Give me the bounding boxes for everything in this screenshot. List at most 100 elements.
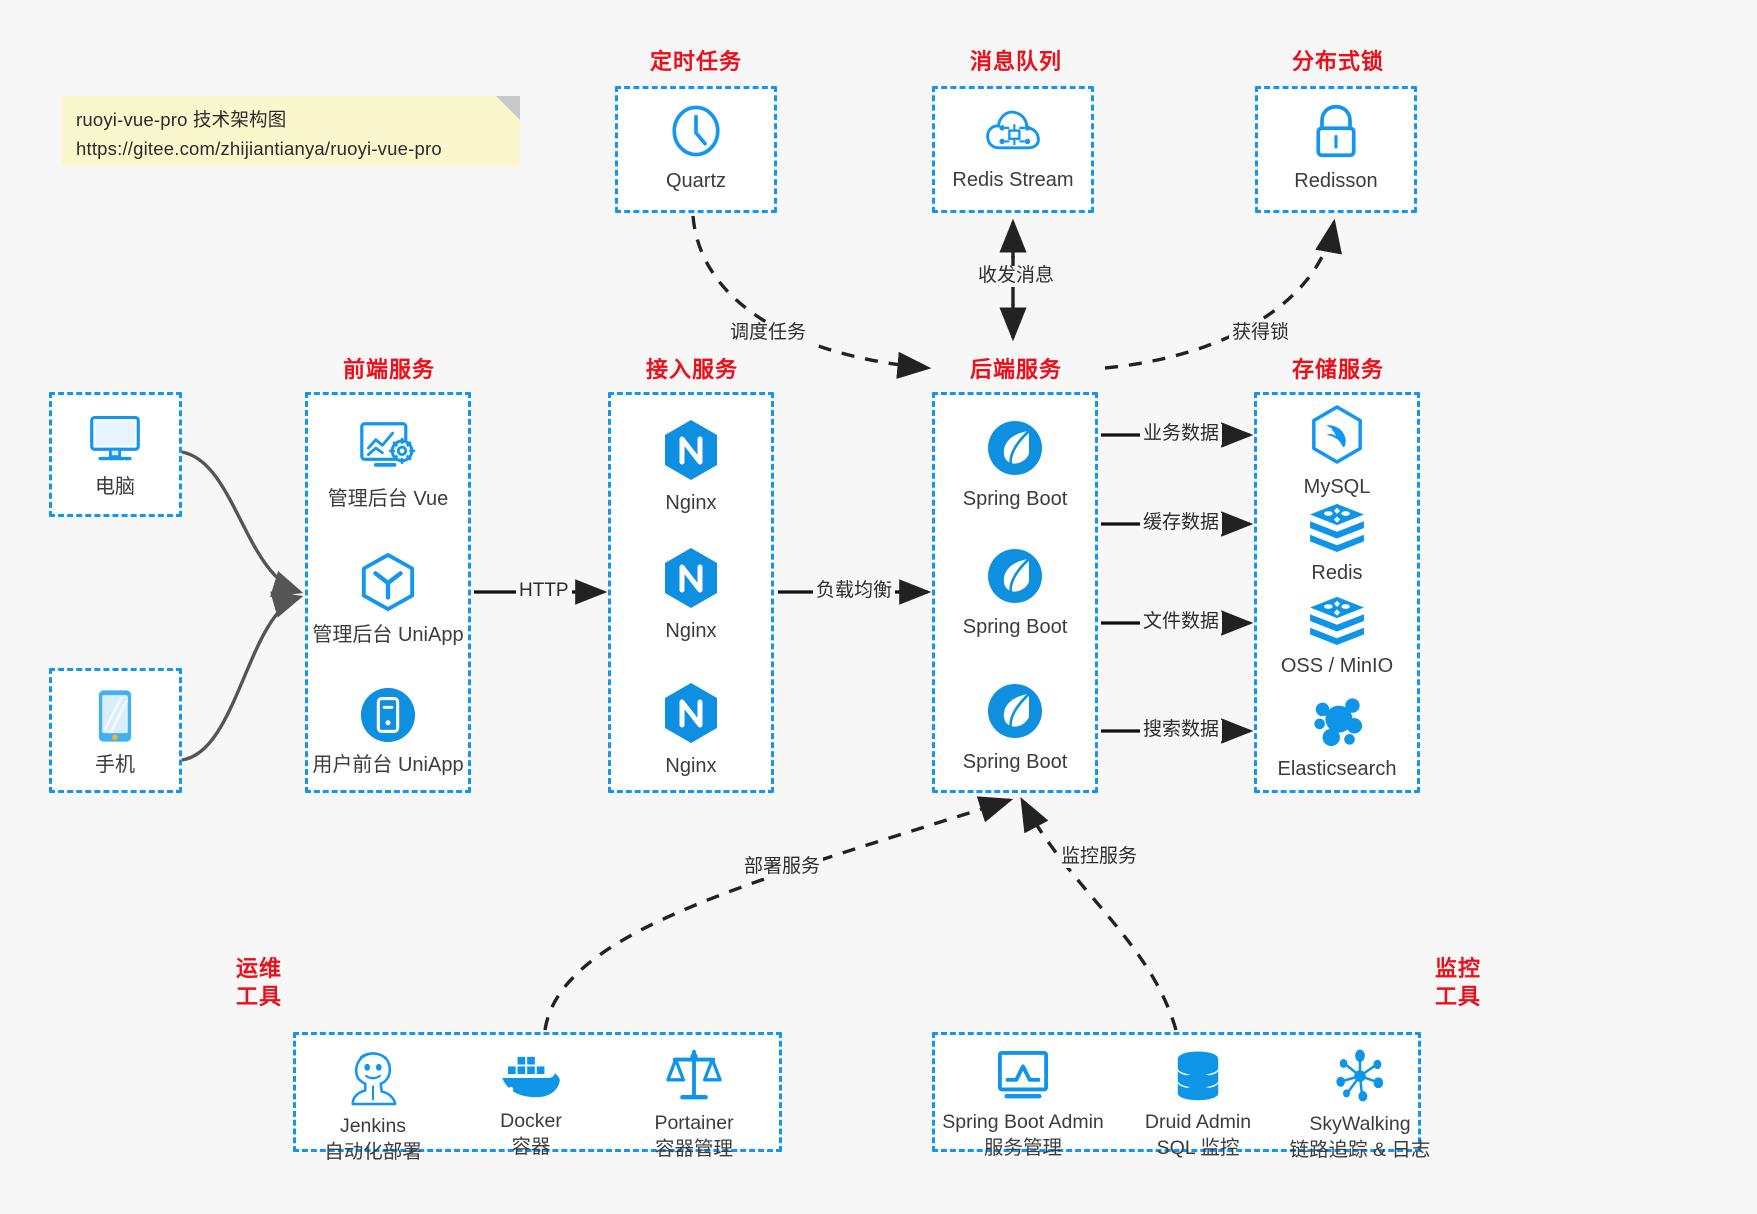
note-fold-corner	[496, 96, 520, 120]
node-nginx-1[interactable]: Nginx	[606, 418, 776, 516]
edge-label-business-data: 业务数据	[1140, 423, 1223, 445]
group-title-scheduled-tasks: 定时任务	[649, 49, 742, 74]
node-oss-minio[interactable]: OSS / MinIO	[1252, 595, 1422, 679]
desktop-icon	[90, 416, 140, 461]
node-label: Spring Boot	[962, 488, 1068, 510]
node-label: Nginx	[665, 492, 717, 514]
node-label: Redis	[1311, 562, 1363, 584]
node-sublabel: 链路追踪 & 日志	[1289, 1138, 1431, 1161]
node-docker[interactable]: Docker 容器	[446, 1053, 616, 1160]
node-sublabel: 容器管理	[654, 1137, 733, 1160]
node-admin-uniapp[interactable]: 管理后台 UniApp	[303, 552, 473, 648]
node-label: Spring Boot Admin	[942, 1111, 1104, 1133]
node-spring-boot-2[interactable]: Spring Boot	[930, 546, 1100, 640]
box-message-queue[interactable]	[932, 86, 1094, 213]
smartphone-icon	[98, 690, 132, 742]
node-label: Nginx	[665, 755, 717, 777]
group-title-message-queue: 消息队列	[969, 49, 1062, 74]
node-redis-stream[interactable]: Redis Stream	[928, 104, 1098, 193]
node-spring-boot-admin[interactable]: Spring Boot Admin 服务管理	[938, 1050, 1108, 1161]
note-title-line: ruoyi-vue-pro 技术架构图	[76, 109, 287, 130]
group-title-monitor: 监控 工具	[1427, 955, 1489, 1010]
node-mysql[interactable]: MySQL	[1252, 404, 1422, 500]
nginx-icon	[665, 548, 717, 608]
edge-label-file-data: 文件数据	[1140, 611, 1223, 633]
group-title-backend: 后端服务	[969, 357, 1062, 382]
node-druid-admin[interactable]: Druid Admin SQL 监控	[1113, 1050, 1283, 1161]
devops-title-line1: 运维	[235, 956, 282, 981]
node-label: Spring Boot	[962, 616, 1068, 638]
lock-icon	[1316, 104, 1356, 158]
node-label: Portainer	[654, 1112, 734, 1134]
node-sublabel: 服务管理	[983, 1136, 1062, 1159]
mobile-app-icon	[360, 687, 416, 743]
database-icon	[1177, 1051, 1219, 1101]
edge-label-acquire-lock: 获得锁	[1229, 322, 1293, 344]
group-title-storage: 存储服务	[1291, 357, 1384, 382]
node-sublabel: 容器	[511, 1135, 551, 1158]
node-label: SkyWalking	[1309, 1113, 1411, 1135]
node-redisson[interactable]: Redisson	[1251, 102, 1421, 194]
group-title-gateway: 接入服务	[645, 357, 738, 382]
node-admin-vue[interactable]: 管理后台 Vue	[303, 420, 473, 512]
node-spring-boot-3[interactable]: Spring Boot	[930, 681, 1100, 775]
skywalking-icon	[1336, 1049, 1384, 1102]
redis-icon	[1310, 503, 1364, 552]
edge-label-deploy-service: 部署服务	[741, 856, 824, 878]
note-url-line: https://gitee.com/zhijiantianya/ruoyi-vu…	[76, 137, 442, 159]
node-nginx-2[interactable]: Nginx	[606, 546, 776, 644]
monitor-title-line1: 监控	[1434, 956, 1481, 981]
node-computer[interactable]: 电脑	[30, 412, 200, 500]
group-title-frontend: 前端服务	[342, 357, 435, 382]
devops-title-line2: 工具	[235, 983, 282, 1009]
redis-icon	[1310, 596, 1364, 645]
node-redis[interactable]: Redis	[1252, 502, 1422, 586]
node-phone[interactable]: 手机	[30, 688, 200, 778]
group-title-distributed-lock: 分布式锁	[1291, 49, 1384, 74]
edge-label-schedule-task: 调度任务	[727, 322, 810, 344]
node-sublabel: 自动化部署	[324, 1140, 422, 1163]
spring-boot-icon	[988, 684, 1042, 738]
node-label: OSS / MinIO	[1280, 655, 1394, 677]
edge-label-load-balance: 负载均衡	[813, 580, 896, 602]
node-label: Elasticsearch	[1277, 758, 1397, 780]
group-title-devops: 运维 工具	[228, 955, 290, 1010]
spring-boot-icon	[988, 421, 1042, 475]
node-user-uniapp[interactable]: 用户前台 UniApp	[303, 686, 473, 778]
node-label: Nginx	[665, 620, 717, 642]
node-label: 用户前台 UniApp	[312, 754, 464, 776]
nginx-icon	[665, 683, 717, 743]
node-label: Quartz	[665, 170, 727, 192]
node-label: Spring Boot	[962, 751, 1068, 773]
nginx-icon	[665, 420, 717, 480]
node-elasticsearch[interactable]: Elasticsearch	[1252, 694, 1422, 782]
edge-label-send-receive-message: 收发消息	[975, 265, 1058, 287]
sticky-note: ruoyi-vue-pro 技术架构图 https://gitee.com/zh…	[62, 96, 520, 166]
edge-label-monitor-service: 监控服务	[1058, 846, 1141, 868]
node-spring-boot-1[interactable]: Spring Boot	[930, 418, 1100, 512]
node-label: 管理后台 Vue	[327, 488, 449, 510]
edge-label-http: HTTP	[516, 580, 572, 602]
node-label: 手机	[95, 754, 135, 776]
jenkins-icon	[351, 1052, 397, 1106]
node-jenkins[interactable]: Jenkins 自动化部署	[288, 1046, 458, 1165]
node-label: MySQL	[1303, 476, 1371, 498]
node-label: Druid Admin	[1144, 1111, 1252, 1133]
node-nginx-3[interactable]: Nginx	[606, 681, 776, 779]
uniapp-icon	[361, 553, 415, 612]
dashboard-icon	[360, 422, 416, 467]
monitor-chart-icon	[997, 1050, 1049, 1099]
node-skywalking[interactable]: SkyWalking 链路追踪 & 日志	[1267, 1048, 1453, 1163]
node-quartz[interactable]: Quartz	[611, 102, 781, 194]
node-portainer[interactable]: Portainer 容器管理	[609, 1047, 779, 1162]
node-label: 电脑	[95, 476, 135, 498]
docker-icon	[502, 1056, 560, 1098]
edge-label-cache-data: 缓存数据	[1140, 512, 1223, 534]
node-sublabel: SQL 监控	[1156, 1136, 1240, 1159]
monitor-title-line2: 工具	[1434, 983, 1481, 1009]
node-label: 管理后台 UniApp	[312, 624, 464, 646]
node-label: Docker	[500, 1110, 562, 1132]
clock-icon	[672, 105, 720, 157]
